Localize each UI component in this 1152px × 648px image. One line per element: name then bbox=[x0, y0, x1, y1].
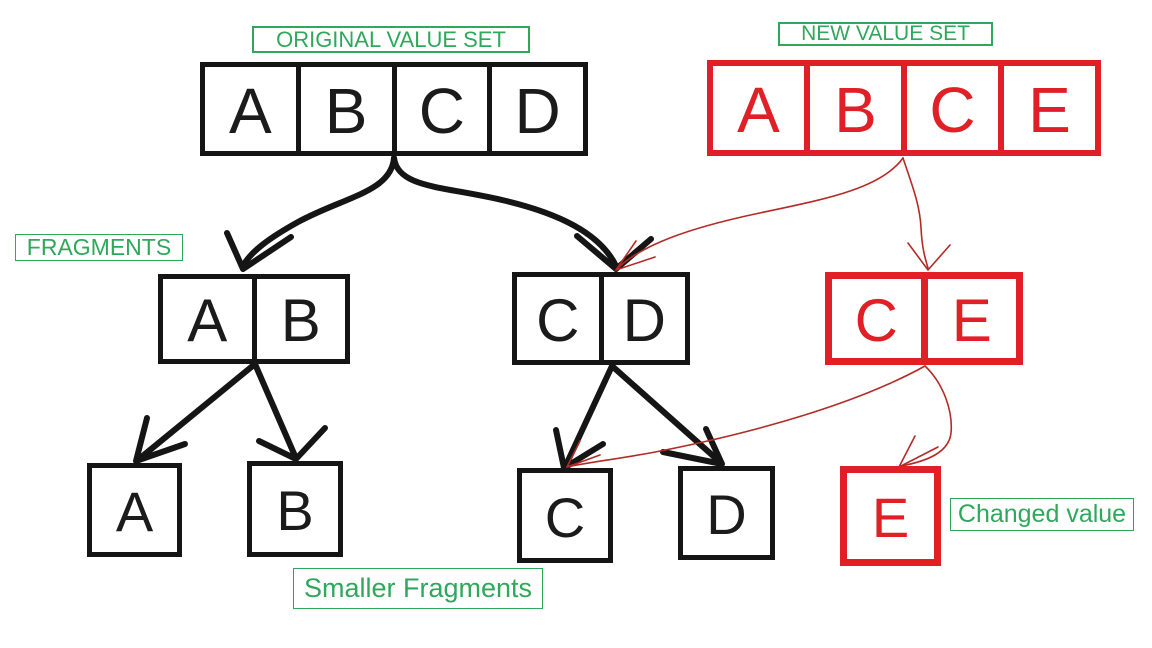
red-arrowhead-fragment-ce bbox=[907, 242, 951, 271]
arrow-ab-to-a bbox=[136, 361, 258, 462]
arrow-original-to-fragment-cd bbox=[391, 155, 619, 269]
smaller-cell-d: D bbox=[706, 483, 747, 546]
arrowhead-d bbox=[660, 426, 725, 467]
red-arrowhead-fragment-cd bbox=[615, 240, 656, 271]
arrow-original-to-fragment-ab bbox=[240, 155, 397, 269]
new-cell-e: E bbox=[1028, 74, 1071, 146]
smaller-cell-e: E bbox=[871, 486, 910, 549]
fragment-ab: A B bbox=[158, 274, 350, 364]
original-value-set-array: A B C D bbox=[200, 62, 588, 156]
original-cell-b: B bbox=[301, 67, 397, 151]
fragment-ce-cell-e: E bbox=[951, 286, 992, 354]
fragment-ce-cell-c: C bbox=[832, 279, 928, 358]
smaller-fragment-b: B bbox=[247, 461, 343, 557]
fragment-cd-cell-c: C bbox=[517, 277, 604, 360]
red-arrow-new-to-fragment-cd bbox=[615, 157, 904, 271]
original-cell-c: C bbox=[397, 67, 493, 151]
new-value-set-label: NEW VALUE SET bbox=[778, 22, 993, 46]
new-cell-b: B bbox=[810, 66, 907, 150]
changed-value-label: Changed value bbox=[950, 498, 1134, 531]
red-arrow-new-to-fragment-ce bbox=[902, 157, 929, 269]
new-value-set-array: A B C E bbox=[707, 60, 1101, 156]
red-arrow-ce-to-e bbox=[900, 365, 953, 467]
smaller-cell-a: A bbox=[115, 480, 154, 543]
red-arrow-ce-to-c bbox=[566, 365, 926, 468]
arrowhead-fragment-ab bbox=[224, 230, 294, 272]
fragment-ce: C E bbox=[825, 272, 1023, 365]
smaller-fragment-d: D bbox=[678, 466, 775, 560]
fragment-cd: C D bbox=[512, 272, 690, 365]
smaller-fragments-label: Smaller Fragments bbox=[293, 568, 543, 609]
arrowhead-c bbox=[553, 427, 606, 471]
arrowhead-fragment-cd bbox=[574, 233, 654, 272]
smaller-fragment-a: A bbox=[87, 463, 182, 557]
smaller-fragment-e-changed: E bbox=[840, 466, 941, 566]
fragments-label: FRAGMENTS bbox=[15, 234, 183, 261]
smaller-cell-c: C bbox=[544, 485, 586, 549]
original-cell-d: D bbox=[514, 75, 561, 147]
fragment-cd-cell-d: D bbox=[622, 286, 666, 354]
red-arrowhead-e bbox=[898, 435, 939, 468]
arrowhead-b bbox=[256, 425, 328, 462]
arrowhead-a bbox=[133, 415, 188, 464]
smaller-cell-b: B bbox=[276, 479, 314, 542]
fragment-ab-cell-b: B bbox=[280, 287, 321, 354]
red-arrowhead-c bbox=[566, 440, 601, 468]
smaller-fragment-c: C bbox=[517, 468, 613, 563]
arrow-cd-to-c bbox=[563, 363, 615, 468]
arrow-ab-to-b bbox=[252, 361, 298, 459]
new-cell-a: A bbox=[713, 66, 810, 150]
arrow-cd-to-d bbox=[609, 363, 723, 465]
original-cell-a: A bbox=[205, 67, 301, 151]
new-cell-c: C bbox=[907, 66, 1004, 150]
fragment-ab-cell-a: A bbox=[163, 279, 257, 359]
original-value-set-label: ORIGINAL VALUE SET bbox=[252, 26, 530, 53]
